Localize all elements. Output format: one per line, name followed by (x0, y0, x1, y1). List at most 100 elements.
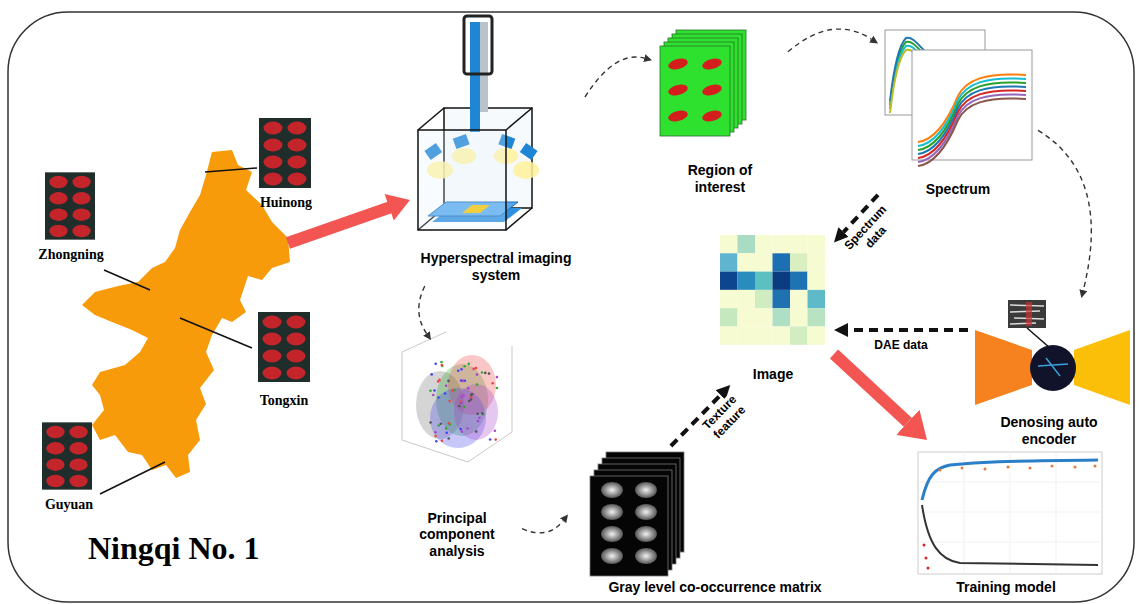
autoencoder-part (975, 330, 1032, 405)
imaging-system-part (418, 130, 506, 230)
autoencoder-part-part (1010, 311, 1040, 312)
imaging-system (418, 16, 539, 230)
scatter-dot (429, 390, 432, 393)
imaging-system-part (464, 16, 492, 74)
node-label: Region of interest (673, 162, 768, 196)
scatter-dot (476, 413, 479, 416)
pca-scatter-part (454, 384, 498, 440)
heatmap-cell (755, 272, 773, 290)
autoencoder-part (1030, 345, 1076, 391)
scatter-dot (481, 412, 484, 415)
spectrum-plot-part (918, 74, 1026, 166)
glcm-stack-part-part (601, 504, 623, 520)
pca-scatter-part-part (512, 346, 513, 432)
process-panel: Image (712, 230, 834, 385)
scatter-dot (488, 372, 491, 375)
scatter-dot (460, 368, 463, 371)
scatter-dot (472, 368, 475, 371)
heatmap-cell (808, 290, 826, 308)
scatter-dot (438, 424, 441, 427)
scatter-dot (457, 369, 460, 372)
spectrum-plot-part-part (918, 74, 1026, 142)
scatter-dot (459, 400, 462, 403)
node-label: Hyperspectral imaging system (411, 250, 581, 284)
scatter-dot (463, 365, 466, 368)
scatter-dot (460, 401, 463, 404)
scatter-dot (437, 396, 440, 399)
leader-line (100, 168, 257, 494)
scatter-dot (468, 363, 471, 366)
scatter-dot (447, 437, 450, 440)
scatter-dot (462, 394, 465, 397)
scatter-dot (475, 367, 478, 370)
heatmap-cell (773, 272, 791, 290)
berry-sample-part (45, 172, 95, 239)
heatmap-cell (738, 253, 756, 271)
imaging-system-part (520, 143, 538, 160)
autoencoder (975, 300, 1130, 405)
scatter-dot (434, 435, 437, 438)
scatter-dot (476, 373, 479, 376)
training-chart-part-part (1056, 452, 1057, 574)
imaging-system-part (470, 22, 480, 132)
site-sample: Guyuan (30, 418, 108, 516)
training-chart-part-part (1007, 466, 1010, 469)
roi-stack-part-part (701, 109, 723, 124)
scatter-dot (445, 427, 448, 430)
process-panel: Gray level co-occurrence matrix (568, 446, 862, 598)
scatter-dot (471, 393, 474, 396)
training-chart-part-part (961, 467, 964, 470)
dashed-arrow (419, 286, 427, 333)
scatter-dot (440, 361, 443, 364)
leader-line-part (180, 318, 252, 348)
training-chart-part-part (1074, 466, 1077, 469)
edge-label: Spectrum data (838, 199, 903, 266)
berry-sample-part (42, 422, 92, 489)
dashed-arrow (522, 521, 563, 533)
pca-scatter-part (402, 332, 512, 462)
site-sample: Tongxin (246, 310, 322, 412)
scatter-dot (451, 389, 454, 392)
scatter-dot (429, 421, 432, 424)
glcm-stack-part-part (635, 504, 657, 520)
glcm-stack-part-part (601, 526, 623, 542)
training-chart-part-part (925, 557, 928, 560)
scatter-dot (462, 380, 465, 383)
scatter-dot (463, 406, 466, 409)
training-chart-part-part (1029, 467, 1032, 470)
pca-scatter-part-part (402, 332, 446, 352)
frame-border (8, 12, 1134, 602)
heatmap-cell (790, 327, 808, 345)
leader-line-part (104, 270, 150, 290)
scatter-dot (435, 440, 438, 443)
scatter-dot (478, 417, 481, 420)
spectrum-plot (885, 30, 1032, 166)
scatter-dot (432, 394, 435, 397)
heatmap (720, 235, 825, 345)
heatmap-cell (738, 235, 756, 253)
scatter-dot (434, 431, 437, 434)
spectrum-plot-part-part (918, 94, 1026, 162)
glcm-stack-part-part (635, 548, 657, 564)
heatmap-cell (755, 253, 773, 271)
heatmap-cell (755, 235, 773, 253)
node-label: Principal component analysis (410, 510, 505, 560)
roi-stack-part-part (667, 57, 689, 72)
imaging-system-part (513, 161, 539, 179)
scatter-dot (459, 428, 462, 431)
scatter-dot (441, 365, 444, 368)
node-label: Gray level co-occurrence matrix (608, 579, 821, 596)
berry-sample (42, 118, 311, 490)
spectrum-plot-part-part (918, 78, 1026, 146)
scatter-dot (441, 440, 444, 443)
flow-arrow (834, 354, 908, 422)
heatmap-cell (790, 308, 808, 326)
heatmap-cell (755, 290, 773, 308)
process-panel: Training model (902, 440, 1110, 598)
training-chart-part-part (923, 544, 926, 547)
roi-stack-part-part (701, 83, 723, 98)
heatmap-cell (773, 253, 791, 271)
training-chart-part (922, 460, 1098, 500)
